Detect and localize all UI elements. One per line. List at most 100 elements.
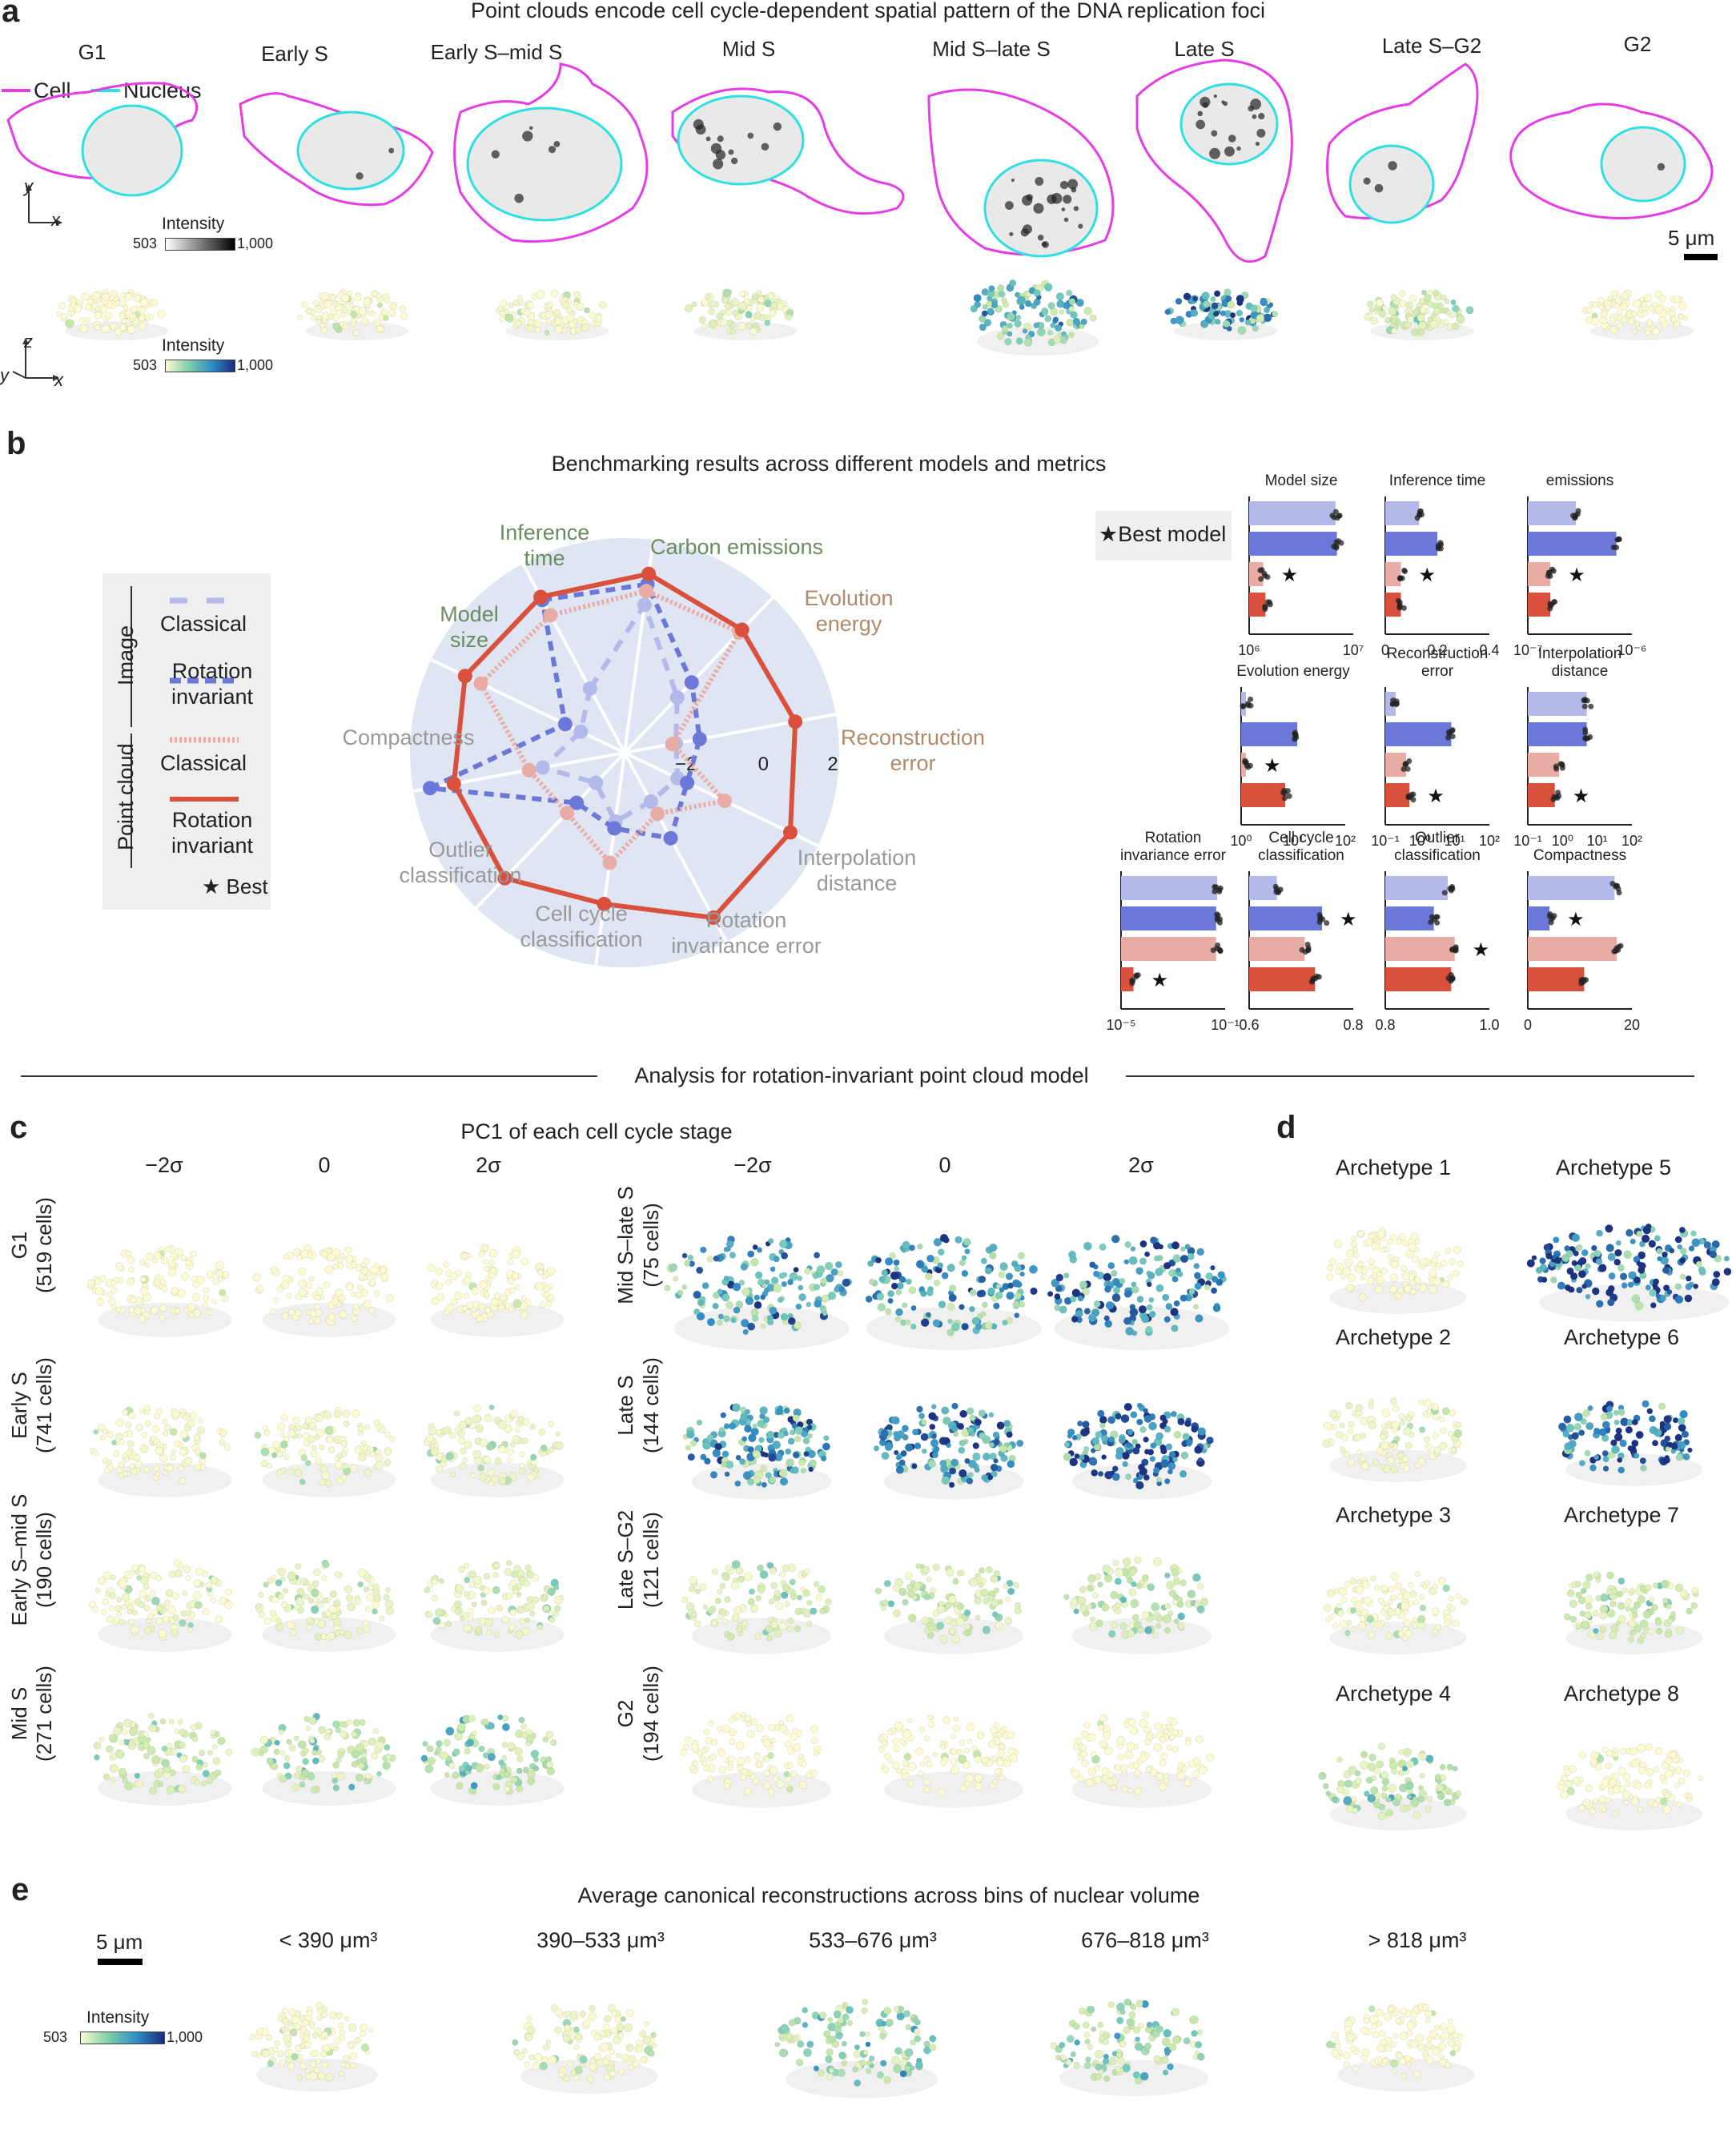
radar-point-3-5 (717, 794, 732, 809)
radar-point-2-7 (607, 821, 622, 836)
bar-title-9-2: classification (1394, 847, 1481, 864)
radar-point-1-2 (637, 597, 652, 613)
cell-8 (1509, 102, 1714, 219)
bar-title-1-1: Model size (1265, 472, 1338, 489)
cloud-a-6 (1164, 288, 1279, 341)
bar-8-4 (1249, 967, 1316, 991)
divider-right (1126, 1075, 1694, 1077)
best-star-4: ★ (1264, 755, 1281, 777)
bar-tick-7-1: 10⁻⁵ (1107, 1017, 1136, 1031)
legend-pc-classical: Classical (160, 751, 247, 775)
bar-8-1 (1249, 876, 1277, 900)
intensity-label-e: Intensity (86, 2008, 150, 2027)
bar-4-4 (1241, 783, 1285, 807)
pc-right-cloud-2-3 (1063, 1402, 1214, 1500)
panel-d-label: d (1276, 1110, 1296, 1145)
pc-left-cloud-3-3 (424, 1560, 565, 1652)
best-star-10: ★ (1567, 909, 1585, 930)
bar-title-4-1: Evolution energy (1236, 663, 1350, 680)
bar-tick-7-2: 10⁻¹ (1211, 1017, 1240, 1031)
bar-5-2 (1385, 722, 1452, 746)
bar-title-2-1: Inference time (1389, 472, 1485, 489)
bar-tick-2-1: 0 (1381, 642, 1389, 658)
panel-c-label: c (10, 1110, 28, 1145)
radar-point-4-1 (533, 589, 549, 605)
pc-column-header-5: 0 (938, 1153, 951, 1177)
bar-3-4 (1528, 593, 1551, 617)
bar-title-3-1: Carbon (1555, 471, 1605, 472)
radar-point-1-6 (643, 794, 658, 810)
volume-bin-label-3: 533–676 μm³ (809, 1928, 937, 1952)
bar-9-2 (1385, 906, 1434, 930)
best-star-5: ★ (1427, 786, 1445, 807)
bar-tick-3-1: 10⁻⁷ (1513, 642, 1542, 658)
radar-label-carbon-emissions: Carbon emissions (650, 535, 823, 559)
bar-title-6-1: Interpolation (1538, 645, 1622, 662)
pc-right-cloud-3-1 (681, 1560, 832, 1654)
bar-7-1 (1121, 876, 1218, 900)
radar-point-2-3 (684, 675, 699, 690)
cloud-a-2 (297, 289, 409, 341)
bar-9-1 (1385, 876, 1448, 900)
radar-point-1-1 (582, 681, 597, 696)
cloud-a-3 (495, 289, 609, 341)
archetype-cloud-8 (1557, 1743, 1704, 1831)
bar-4-3 (1241, 753, 1246, 777)
bar-7-2 (1121, 906, 1216, 930)
archetype-label-4: Archetype 4 (1335, 1682, 1452, 1706)
axis-y2-label: y (0, 365, 9, 385)
best-star-9: ★ (1473, 939, 1490, 961)
best-star-2: ★ (1419, 565, 1437, 586)
bar-10-1 (1528, 876, 1615, 900)
bar-7-3 (1121, 937, 1216, 961)
divider-left (21, 1075, 597, 1077)
bar-tick-6-1: 10⁻¹ (1513, 833, 1542, 849)
pc-column-header-2: 0 (318, 1153, 331, 1177)
bar-tick-5-4: 10² (1479, 833, 1500, 849)
bar-2-1 (1385, 501, 1420, 525)
radar-point-3-8 (560, 806, 575, 821)
bar-title-8-1: Cell cycle (1268, 830, 1333, 846)
intensity-color-min: 503 (133, 357, 158, 373)
pc-left-cloud-1-2 (252, 1244, 396, 1337)
bar-9-4 (1385, 967, 1452, 991)
radar-point-4-7 (597, 896, 612, 911)
pc-right-cloud-4-3 (1069, 1710, 1215, 1808)
radar-label-compactness: Compactness (342, 725, 474, 750)
bar-tick-9-2: 1.0 (1479, 1017, 1499, 1031)
archetype-cloud-3 (1323, 1571, 1468, 1654)
pc-right-cloud-4-1 (679, 1712, 832, 1808)
bar-1-4 (1249, 593, 1266, 617)
radar-point-1-3 (669, 690, 685, 705)
bar-tick-4-1: 10⁰ (1230, 833, 1252, 849)
archetype-cloud-5 (1526, 1223, 1732, 1322)
radar-point-3-6 (650, 806, 665, 822)
bar-3-1 (1528, 501, 1577, 525)
bar-tick-1-2: 10⁷ (1343, 642, 1364, 658)
bar-title-9-1: Outlier (1415, 830, 1461, 846)
bar-tick-1-1: 10⁶ (1238, 642, 1260, 658)
archetype-label-7: Archetype 7 (1563, 1503, 1680, 1527)
panel-c-title: PC1 of each cell cycle stage (460, 1119, 733, 1143)
archetype-label-2: Archetype 2 (1335, 1325, 1452, 1349)
bar-10-2 (1528, 906, 1550, 930)
radar-point-1-8 (589, 775, 604, 790)
axis-x2-label: x (54, 370, 63, 390)
pc-left-cloud-4-1 (93, 1712, 233, 1806)
radar-point-4-3 (734, 622, 749, 637)
legend-group-point-cloud: Point cloud (114, 743, 138, 850)
bar-2-3 (1385, 562, 1401, 586)
archetype-cloud-2 (1322, 1397, 1467, 1482)
cloud-a-4 (684, 288, 798, 341)
pc-right-cloud-4-2 (878, 1714, 1024, 1808)
bar-9-3 (1385, 937, 1455, 961)
legend-best: ★ Best (202, 874, 268, 898)
bar-4-2 (1241, 722, 1298, 746)
intensity-e-min: 503 (43, 2029, 68, 2045)
pc-right-cloud-1-3 (1047, 1234, 1230, 1350)
radar-point-3-9 (521, 762, 536, 778)
panel-b-label: b (6, 426, 26, 461)
